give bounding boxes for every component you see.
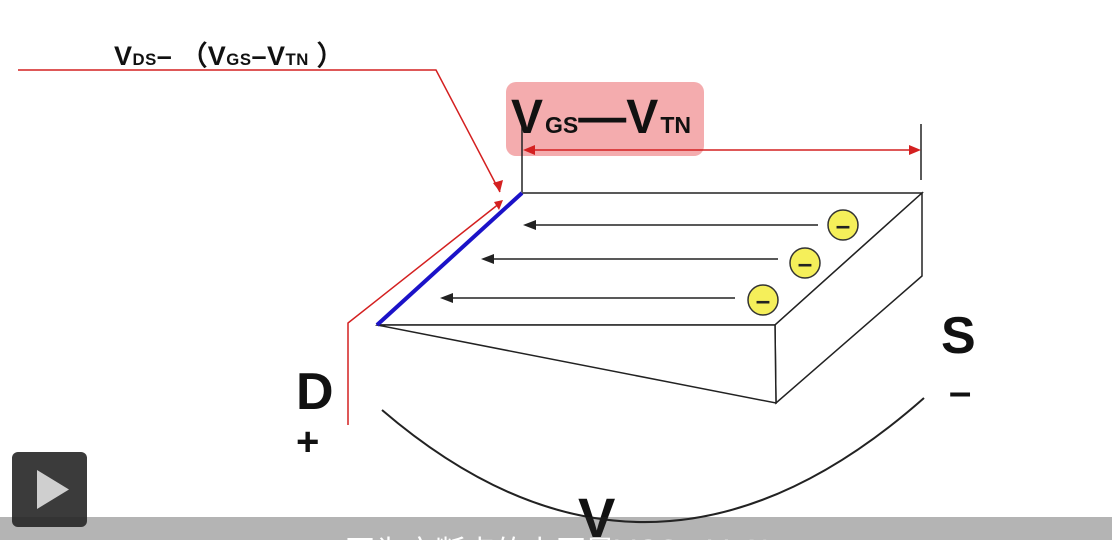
vgs-vtn-highlight-box [506,82,704,156]
drain-plus-sign: + [296,420,320,464]
subtitle-bar: 因为它断点的电压是VGS－VTN [0,517,1112,540]
dimension-arrow-right [909,145,921,155]
vds-leader-arrowhead [493,180,503,192]
drain-label: D [296,363,334,421]
voltage-arc [381,397,925,523]
vds-minus-vgs-vtn-label: VDS– （VGS–VTN ） [114,41,345,71]
svg-text:–: – [798,248,812,278]
drain-bracket-arrowhead [494,200,503,210]
play-icon [37,470,69,509]
subtitle-text: 因为它断点的电压是VGS－VTN [345,527,769,540]
voltage-label: V [578,486,616,549]
vds-leader-line [18,69,501,193]
electron-2: – [789,247,821,279]
electron-flow-arrowhead-1 [523,220,536,230]
electron-3: – [747,284,779,316]
electron-1: – [827,209,859,241]
source-minus-sign: – [949,370,972,414]
electron-flow-arrowhead-3 [440,293,453,303]
drain-edge-line [375,191,524,327]
drain-bracket-line [347,202,501,425]
svg-text:–: – [756,285,770,315]
vgs-minus-vtn-label: VGS—VTN [511,91,692,144]
source-label: S [941,307,976,365]
dimension-arrow-left [523,145,535,155]
play-button[interactable] [12,452,87,527]
electron-flow-arrowhead-2 [481,254,494,264]
svg-text:–: – [836,210,850,240]
block-front-face [376,324,777,404]
